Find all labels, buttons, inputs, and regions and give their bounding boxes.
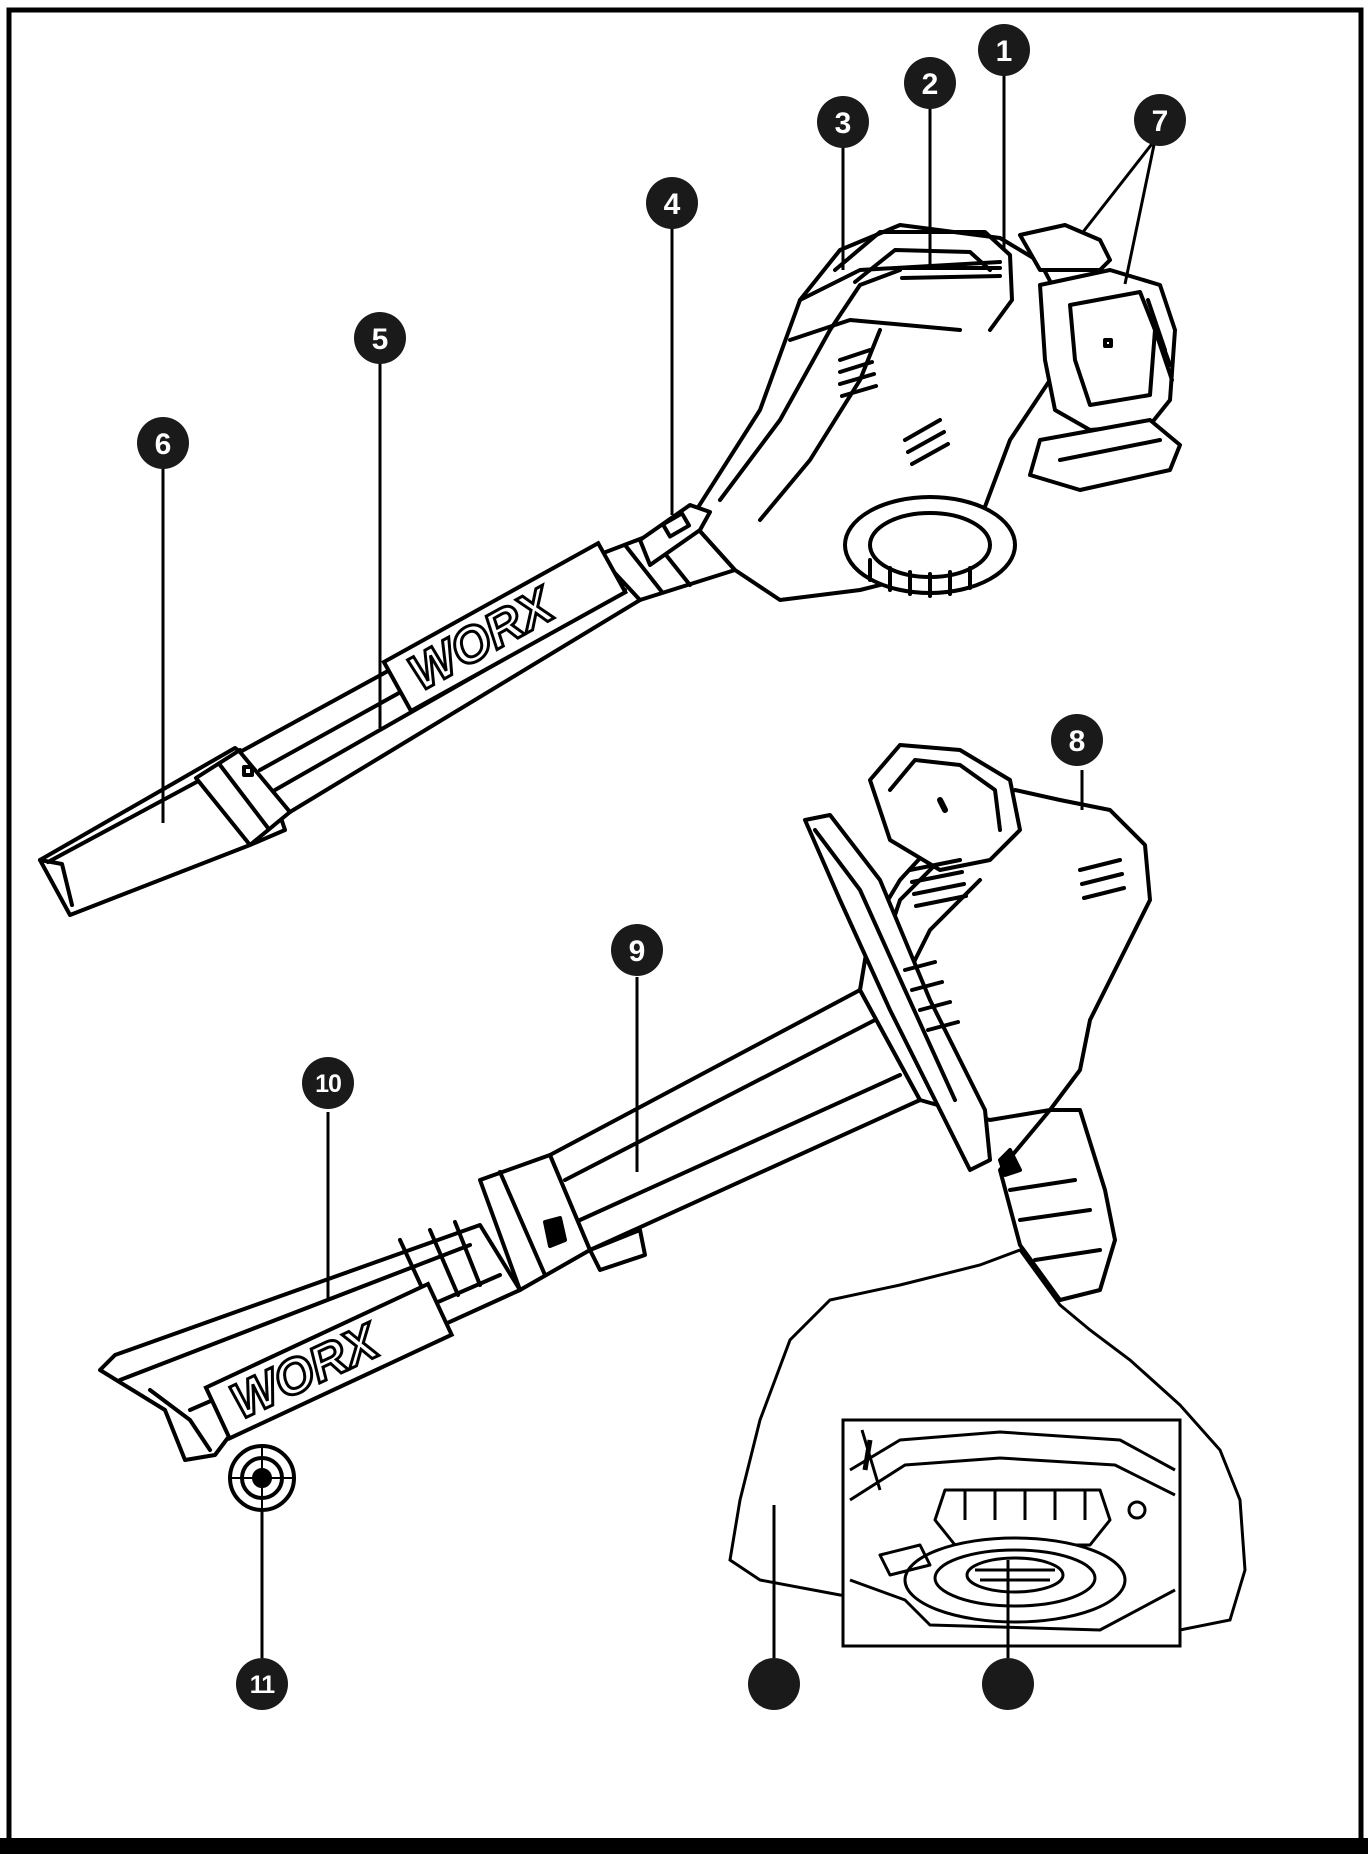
callout-2: 2 [904,57,956,109]
callout-7: 7 [1134,94,1186,146]
callout-5: 5 [354,312,406,364]
leader-lines [161,75,1157,1658]
inset-detail [841,1418,1182,1648]
svg-text:11: 11 [250,1671,276,1699]
svg-text:1: 1 [996,35,1013,68]
callout-11: 11 [236,1658,288,1710]
callout-13 [982,1658,1034,1710]
svg-text:8: 8 [1069,725,1086,758]
callout-6: 6 [137,417,189,469]
svg-text:9: 9 [629,935,646,968]
callout-9: 9 [611,924,663,976]
svg-text:10: 10 [315,1070,341,1098]
callout-8: 8 [1051,714,1103,766]
svg-text:3: 3 [835,107,852,140]
svg-text:5: 5 [372,323,389,356]
svg-text:4: 4 [664,188,681,221]
callout-1: 1 [978,24,1030,76]
callout-4: 4 [646,177,698,229]
vacuum-bottom-illustration [98,743,1152,1462]
callout-12 [748,1658,800,1710]
svg-text:2: 2 [922,68,939,101]
callout-3: 3 [817,96,869,148]
bottom-rule [0,1838,1368,1854]
svg-text:6: 6 [155,428,172,461]
callout-10: 10 [302,1057,354,1109]
tube-wheel [228,1444,296,1512]
svg-text:7: 7 [1152,105,1169,138]
